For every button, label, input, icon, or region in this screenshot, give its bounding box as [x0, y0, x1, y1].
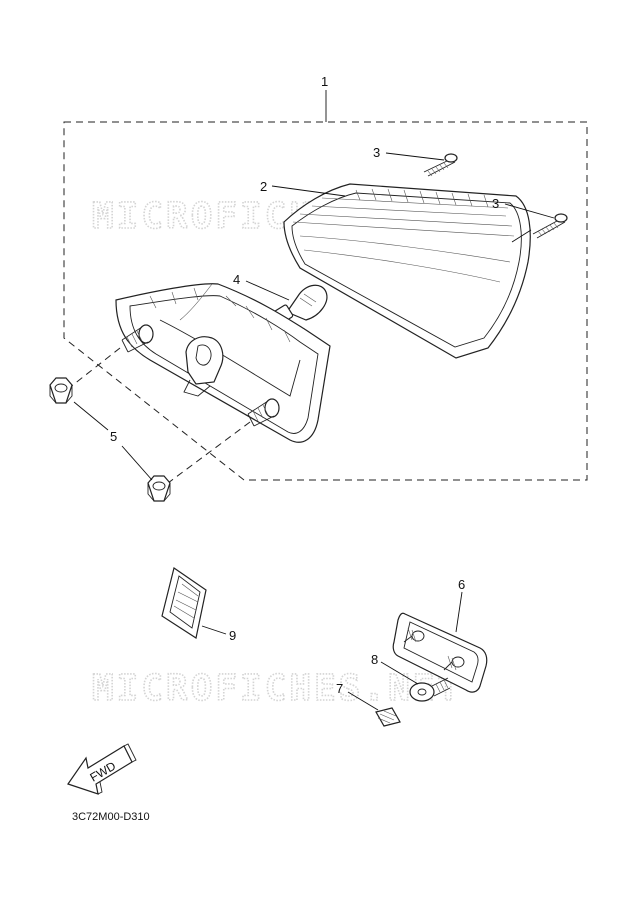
leader-7 — [347, 691, 379, 711]
callout-2: 2 — [260, 179, 267, 194]
nut-left — [49, 377, 73, 404]
screw-top — [423, 153, 458, 177]
leader-3b-tail — [511, 229, 532, 243]
reflector-part — [161, 567, 207, 639]
callout-8: 8 — [371, 652, 378, 667]
leader-3b — [504, 203, 555, 219]
callout-3b: 3 — [492, 196, 499, 211]
stud-left — [121, 324, 154, 353]
forward-direction-arrow: FWD — [67, 743, 137, 795]
callout-3a: 3 — [373, 145, 380, 160]
callout-6: 6 — [458, 577, 465, 592]
callout-7: 7 — [336, 681, 343, 696]
assembly-boundary — [63, 121, 588, 481]
nut-right — [147, 475, 171, 502]
leader-8 — [380, 661, 419, 685]
screw-right — [532, 213, 568, 239]
leader-5a — [73, 401, 109, 431]
diagram-code: 3C72M00-D310 — [72, 811, 150, 823]
callout-5: 5 — [110, 429, 117, 444]
callout-4: 4 — [233, 272, 240, 287]
leader-2 — [271, 185, 346, 197]
leader-6 — [455, 591, 463, 633]
washer-part — [409, 677, 451, 702]
watermark-bottom: MICROFICHES.NET — [92, 668, 462, 709]
leader-9 — [201, 625, 227, 635]
base-housing-part — [115, 283, 331, 443]
plate-bracket-part — [392, 612, 488, 693]
stud-right — [247, 398, 280, 427]
leader-4 — [245, 280, 290, 301]
lens-part — [283, 183, 531, 359]
alignment-line-right — [163, 421, 251, 487]
callout-1: 1 — [321, 74, 328, 89]
clip-nut-part — [375, 707, 401, 727]
callout-9: 9 — [229, 628, 236, 643]
leader-5b — [121, 445, 153, 481]
leader-3a — [385, 152, 445, 161]
